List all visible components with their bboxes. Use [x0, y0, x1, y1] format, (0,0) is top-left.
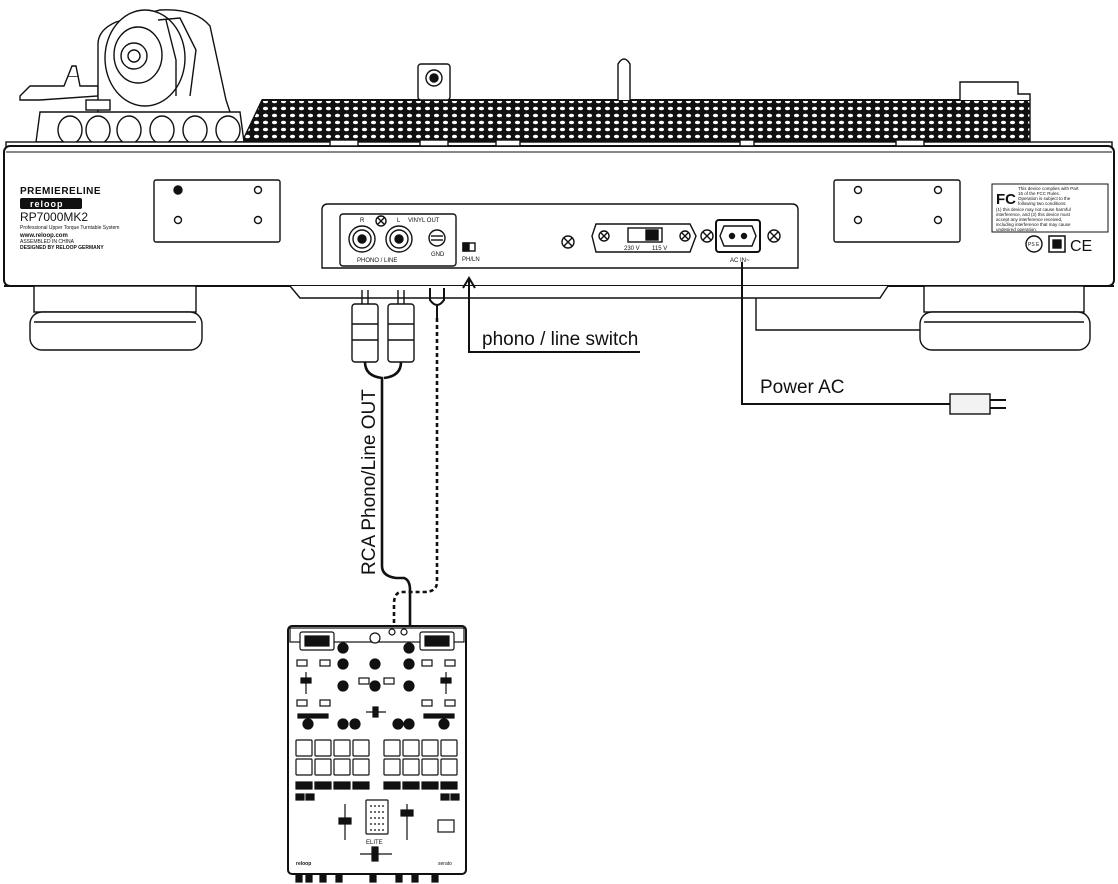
rca-jack-left: [385, 225, 413, 253]
mixer-buttons: [296, 659, 456, 707]
fcc-line: including interference that may cause: [996, 222, 1071, 227]
ph-ln-label: PH/LN: [462, 257, 480, 263]
ac-inlet: [700, 219, 781, 253]
top-faders: [300, 672, 452, 718]
fcc-line: undesired operation.: [996, 227, 1037, 232]
fcc-line: 15 of the FCC Rules.: [1018, 191, 1060, 196]
rca-jack-right: [348, 225, 376, 253]
ground-fork: [429, 288, 445, 318]
rca-cable-label: RCA Phono/Line OUT: [359, 389, 380, 575]
platter-rear-bump: [959, 81, 1031, 100]
ce-logo: CE: [1070, 238, 1092, 255]
performance-pads: [295, 739, 458, 776]
rear-panel-labels: VINYL OUT R L PHONO / LINE GND PH/LN 230…: [357, 218, 750, 264]
dj-mixer: [287, 625, 467, 883]
switch-leader-arrow: [462, 276, 476, 289]
mixer-brand-left: reloop: [296, 861, 311, 867]
left-foot: [29, 285, 203, 351]
turntable: [3, 9, 1115, 351]
pse-label: PS E: [1028, 242, 1040, 248]
fcc-label: [991, 183, 1109, 233]
model-name: RP7000MK2: [20, 210, 88, 224]
power-ac-label: Power AC: [760, 377, 844, 398]
tonearm-rings: [57, 115, 241, 145]
mixer-brand-right: serato: [438, 861, 452, 867]
gnd-label: GND: [431, 252, 445, 258]
channel-faders: [338, 799, 414, 840]
left-plate: [153, 179, 281, 243]
fcc-line: accept any interference received,: [996, 217, 1062, 222]
ac-in-label: AC IN~: [730, 258, 750, 264]
fcc-line: Operation is subject to the: [1018, 196, 1071, 201]
reloop-logo: [20, 198, 82, 209]
phono-line-label: PHONO / LINE: [357, 258, 397, 264]
rca-plugs: [351, 290, 415, 363]
voltage-230-label: 230 V: [624, 246, 640, 252]
assembled-text: ASSEMBLED IN CHINA: [20, 239, 75, 245]
voltage-selector[interactable]: [591, 223, 697, 253]
channel-r-label: R: [360, 218, 365, 224]
mixer-top-knobs: [369, 628, 408, 644]
mixer-knobs: [302, 642, 450, 730]
speed-knob: [417, 63, 451, 101]
switch-leader-line: [468, 280, 640, 353]
crossfader: [360, 846, 392, 862]
mixer-body: [287, 625, 467, 875]
channel-l-label: L: [397, 218, 401, 224]
spindle-post: [617, 58, 631, 100]
ground-cable: [392, 318, 439, 626]
serato-badge: [437, 819, 455, 833]
right-plate: [833, 179, 961, 243]
screw-icon: [561, 235, 575, 249]
designed-text: DESIGNED BY RELOOP GERMANY: [20, 245, 104, 251]
cables: [351, 262, 950, 626]
fcc-line: This device complies with Part: [1018, 186, 1079, 191]
website: www.reloop.com: [19, 233, 68, 239]
mixer-model: ELITE: [366, 840, 383, 846]
mode-buttons: [295, 781, 460, 801]
mixer-rear-jacks: [295, 873, 439, 883]
square-icon: [1048, 235, 1066, 253]
power-cable: [741, 262, 950, 405]
voltage-115-label: 115 V: [652, 246, 667, 252]
fcc-line: following two conditions:: [1018, 201, 1067, 206]
fcc-line: interference, and (2) this device must: [996, 212, 1071, 217]
reloop-logo-text: reloop: [30, 199, 64, 209]
phono-line-switch-label: phono / line switch: [482, 329, 638, 350]
fcc-line: (1) this device may not cause harmful: [996, 207, 1071, 212]
fcc-block: FC This device complies with Part 15 of …: [996, 186, 1092, 255]
fcc-logo: FC: [996, 191, 1016, 208]
brand-block: PREMIERELINE reloop RP7000MK2 Profession…: [19, 186, 119, 251]
right-foot: [919, 285, 1091, 351]
pse-icon: [1025, 235, 1043, 253]
premiereline-logo: PREMIERELINE: [20, 186, 101, 197]
tonearm: [19, 9, 245, 145]
tagline: Professional Upper Torque Turntable Syst…: [20, 225, 119, 231]
platter-dots: [240, 99, 1031, 143]
rca-cable: [363, 361, 412, 626]
ground-terminal: [428, 229, 446, 247]
vinyl-out-label: VINYL OUT: [408, 218, 440, 224]
screw-icon: [375, 215, 387, 227]
power-plug: [949, 393, 1006, 415]
